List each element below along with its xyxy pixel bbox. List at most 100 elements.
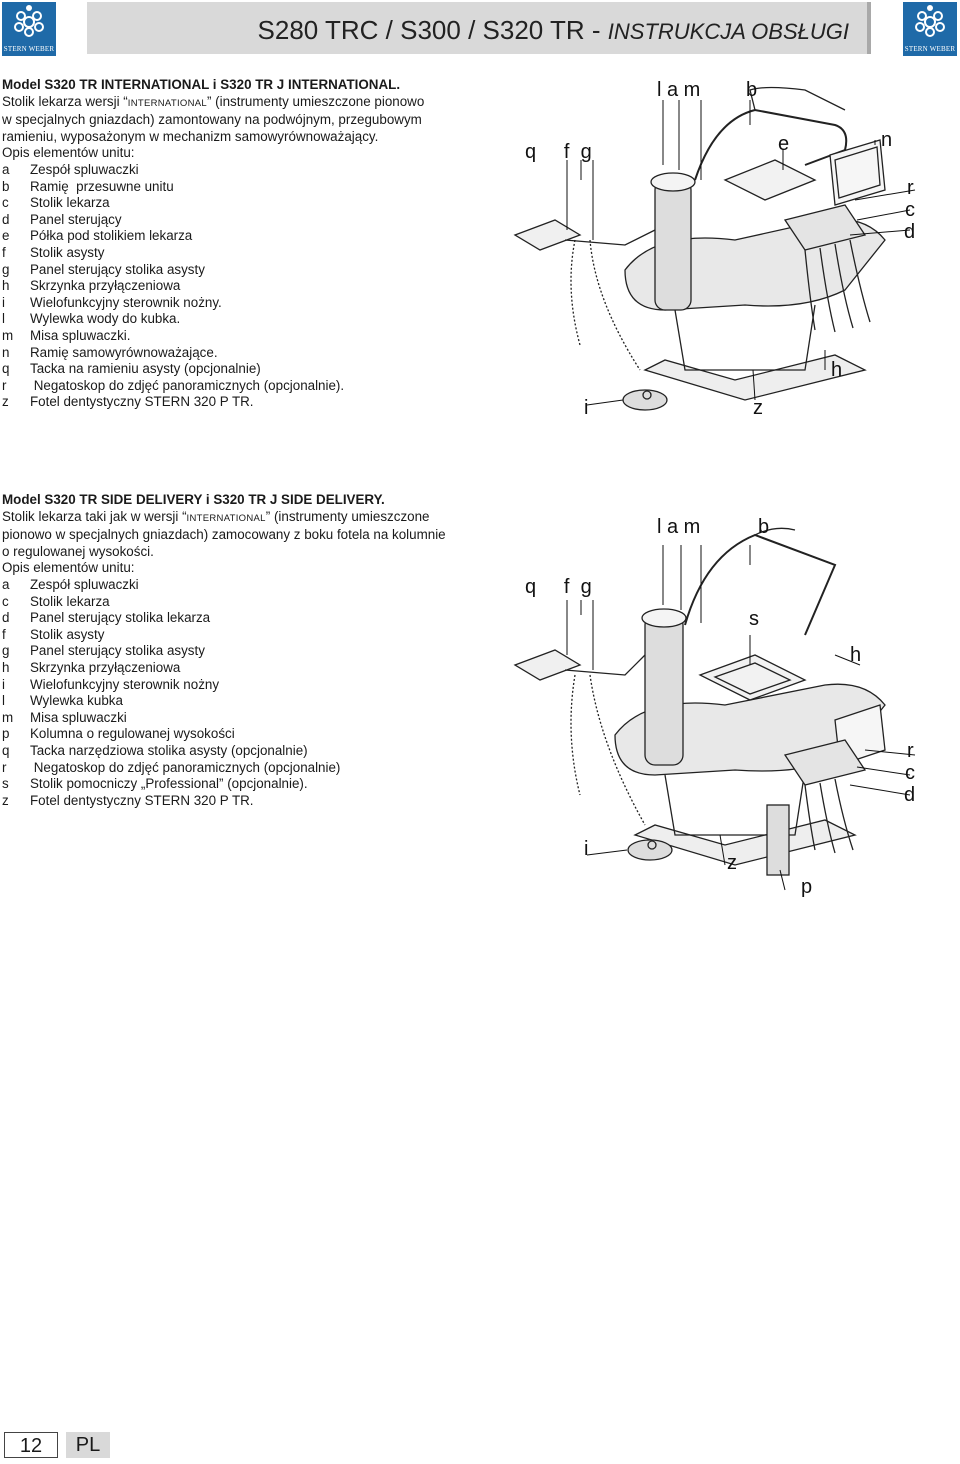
list-item-key: g <box>2 643 10 659</box>
label-p: p <box>801 876 813 898</box>
section-description-line: ramieniu, wyposażonym w mechanizm samowy… <box>2 128 379 144</box>
list-item-key: q <box>2 361 10 377</box>
list-title: Opis elementów unitu: <box>2 560 135 576</box>
list-item: z Fotel dentystyczny STERN 320 P TR. <box>2 793 446 810</box>
section-heading: Model S320 TR SIDE DELIVERY i S320 TR J … <box>2 492 385 507</box>
list-item: n Ramię samowyrównoważające. <box>2 345 424 362</box>
list-item: i Wielofunkcyjny sterownik nożny. <box>2 295 424 312</box>
list-item-key: r <box>2 377 7 393</box>
label-r: r <box>907 177 914 199</box>
list-item-value: Stolik lekarza <box>30 195 110 211</box>
list-item-value: Wielofunkcyjny sterownik nożny. <box>30 294 222 310</box>
list-item-value: Skrzynka przyłączeniowa <box>30 659 181 675</box>
section-description: Stolik lekarza taki jak w wersji “INTERN… <box>2 508 430 524</box>
list-item-key: d <box>2 211 10 227</box>
label-s: s <box>749 608 759 630</box>
list-item-value: Fotel dentystyczny STERN 320 P TR. <box>30 792 254 808</box>
title-separator: - <box>584 15 608 45</box>
dental-unit-drawing <box>513 527 916 891</box>
list-item-value: Ramię przesuwne unitu <box>30 178 174 194</box>
list-item-key: f <box>2 626 6 642</box>
list-item-key: i <box>2 676 5 692</box>
list-item-key: a <box>2 161 10 177</box>
list-item-key: c <box>2 593 9 609</box>
page-title: S280 TRC / S300 / S320 TR - INSTRUKCJA O… <box>258 15 849 46</box>
label-c: c <box>905 762 915 784</box>
list-item-value: Skrzynka przyłączeniowa <box>30 278 181 294</box>
list-item-key: z <box>2 394 9 410</box>
list-item-key: m <box>2 709 14 725</box>
label-z: z <box>753 397 763 419</box>
list-item-value: Panel sterujący <box>30 211 122 227</box>
list-item-value: Kolumna o regulowanej wysokości <box>30 726 235 742</box>
section-side-delivery: Model S320 TR SIDE DELIVERY i S320 TR J … <box>2 492 446 809</box>
label-c: c <box>905 199 915 221</box>
label-d: d <box>904 784 916 806</box>
list-item-key: p <box>2 726 10 742</box>
list-item-value: Ramię samowyrównoważające. <box>30 344 218 360</box>
list-item-key: q <box>2 742 10 758</box>
label-d: d <box>904 221 916 243</box>
title-main: S280 TRC / S300 / S320 TR <box>257 15 585 45</box>
section-description-line: pionowo w specjalnych gniazdach) zamocow… <box>2 527 446 543</box>
section-description-line: o regulowanej wysokości. <box>2 543 154 559</box>
list-item-value: Tacka narzędziowa stolika asysty (opcjon… <box>30 742 308 758</box>
title-subtitle: INSTRUKCJA OBSŁUGI <box>607 19 849 44</box>
logo-brand-text: STERN WEBER <box>3 45 55 53</box>
list-item: l Wylewka wody do kubka. <box>2 311 424 328</box>
label-b: b <box>758 516 770 538</box>
list-item: m Misa spluwaczki. <box>2 328 424 345</box>
page-number: 12 <box>4 1432 58 1458</box>
list-item-key: l <box>2 311 5 327</box>
list-item-value: Wielofunkcyjny sterownik nożny <box>30 676 220 692</box>
list-item: r Negatoskop do zdjęć panoramicznych (op… <box>2 378 424 395</box>
language-tag: PL <box>66 1432 110 1458</box>
logo-flower-icon <box>915 5 945 37</box>
list-item-key: c <box>2 195 9 211</box>
list-item-value: Negatoskop do zdjęć panoramicznych (opcj… <box>30 759 341 775</box>
section-international: Model S320 TR INTERNATIONAL i S320 TR J … <box>2 77 424 411</box>
list-item: c Stolik lekarza <box>2 195 424 212</box>
list-item: r Negatoskop do zdjęć panoramicznych (op… <box>2 760 446 777</box>
list-item-value: Panel sterujący stolika asysty <box>30 643 205 659</box>
list-item-key: n <box>2 344 10 360</box>
label-i: i <box>584 838 589 860</box>
section-heading: Model S320 TR INTERNATIONAL i S320 TR J … <box>2 77 401 92</box>
list-item-value: Panel sterujący stolika lekarza <box>30 610 211 626</box>
label-i: i <box>584 397 589 419</box>
list-item-value: Misa spluwaczki. <box>30 327 131 343</box>
section-description-line: w specjalnych gniazdach) zamontowany na … <box>2 112 422 128</box>
figure-international-unit: l a m b e n q f g r c d h i z <box>505 70 945 430</box>
list-item-value: Stolik asysty <box>30 244 105 260</box>
list-item-key: m <box>2 327 14 343</box>
list-item-key: h <box>2 659 10 675</box>
list-item-value: Półka pod stolikiem lekarza <box>30 228 193 244</box>
list-item: i Wielofunkcyjny sterownik nożny <box>2 677 446 694</box>
logo-flower-icon <box>14 5 44 37</box>
label-q-f-g: q f g <box>525 576 592 598</box>
list-item-value: Wylewka wody do kubka. <box>30 311 181 327</box>
list-item: a Zespół spluwaczki <box>2 162 424 179</box>
label-b: b <box>746 79 758 101</box>
list-item-key: i <box>2 294 5 310</box>
list-item-value: Zespół spluwaczki <box>30 161 139 177</box>
list-item-value: Zespół spluwaczki <box>30 576 139 592</box>
list-item-key: g <box>2 261 10 277</box>
list-item-key: z <box>2 792 9 808</box>
list-item: d Panel sterujący <box>2 212 424 229</box>
list-item-key: a <box>2 576 10 592</box>
list-item-key: s <box>2 776 9 792</box>
